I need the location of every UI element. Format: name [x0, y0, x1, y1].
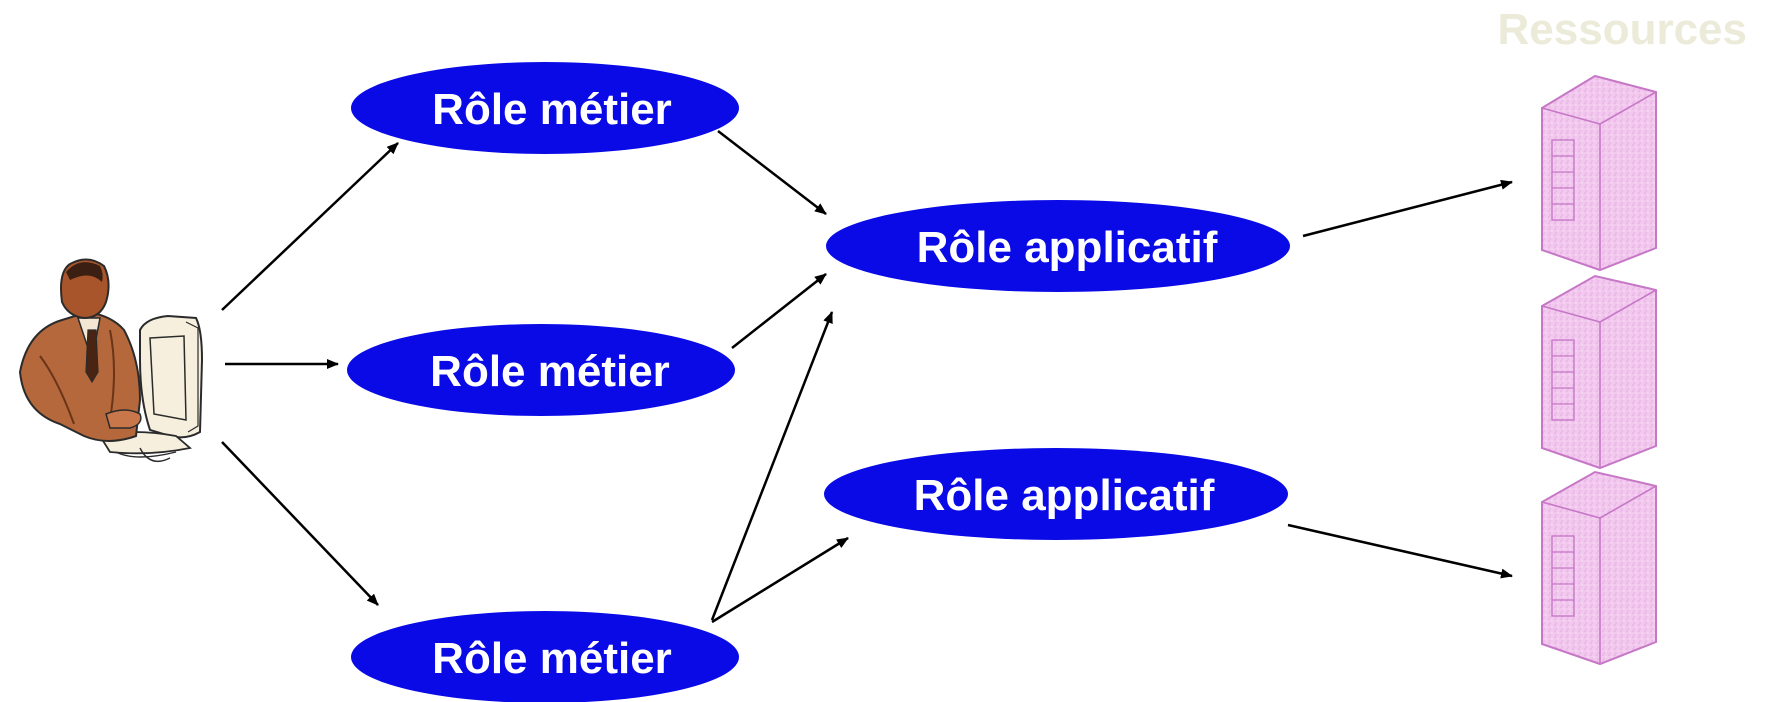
application-role-1: Rôle applicatif	[826, 200, 1290, 292]
resource-server-3	[1541, 470, 1657, 666]
server-icon	[1541, 470, 1657, 666]
resources-title: Ressources	[1498, 5, 1747, 54]
person-at-computer-icon	[18, 258, 204, 462]
arrows	[221, 130, 1513, 624]
application-role-label: Rôle applicatif	[917, 223, 1218, 272]
arrow-business-3-to-app-1	[710, 311, 834, 621]
arrow-user-to-business-role-1	[221, 142, 399, 311]
server-icon	[1541, 74, 1657, 272]
arrow-app-2-to-resource-3	[1287, 523, 1513, 579]
resource-server-1	[1541, 74, 1657, 272]
business-role-label: Rôle métier	[430, 347, 670, 396]
arrow-business-3-to-app-2	[711, 536, 849, 624]
business-role-label: Rôle métier	[432, 634, 672, 683]
arrow-user-to-business-role-3	[221, 441, 379, 606]
business-role-label: Rôle métier	[432, 85, 672, 134]
business-role-2: Rôle métier	[347, 324, 735, 416]
business-role-3: Rôle métier	[351, 611, 739, 702]
arrow-business-1-to-app-1	[717, 130, 827, 215]
application-role-2: Rôle applicatif	[824, 448, 1288, 540]
server-icon	[1541, 274, 1657, 470]
business-role-1: Rôle métier	[351, 62, 739, 154]
application-role-label: Rôle applicatif	[914, 471, 1215, 520]
arrow-business-2-to-app-1	[731, 273, 827, 349]
arrow-app-1-to-resource-1	[1302, 179, 1513, 238]
resource-server-2	[1541, 274, 1657, 470]
